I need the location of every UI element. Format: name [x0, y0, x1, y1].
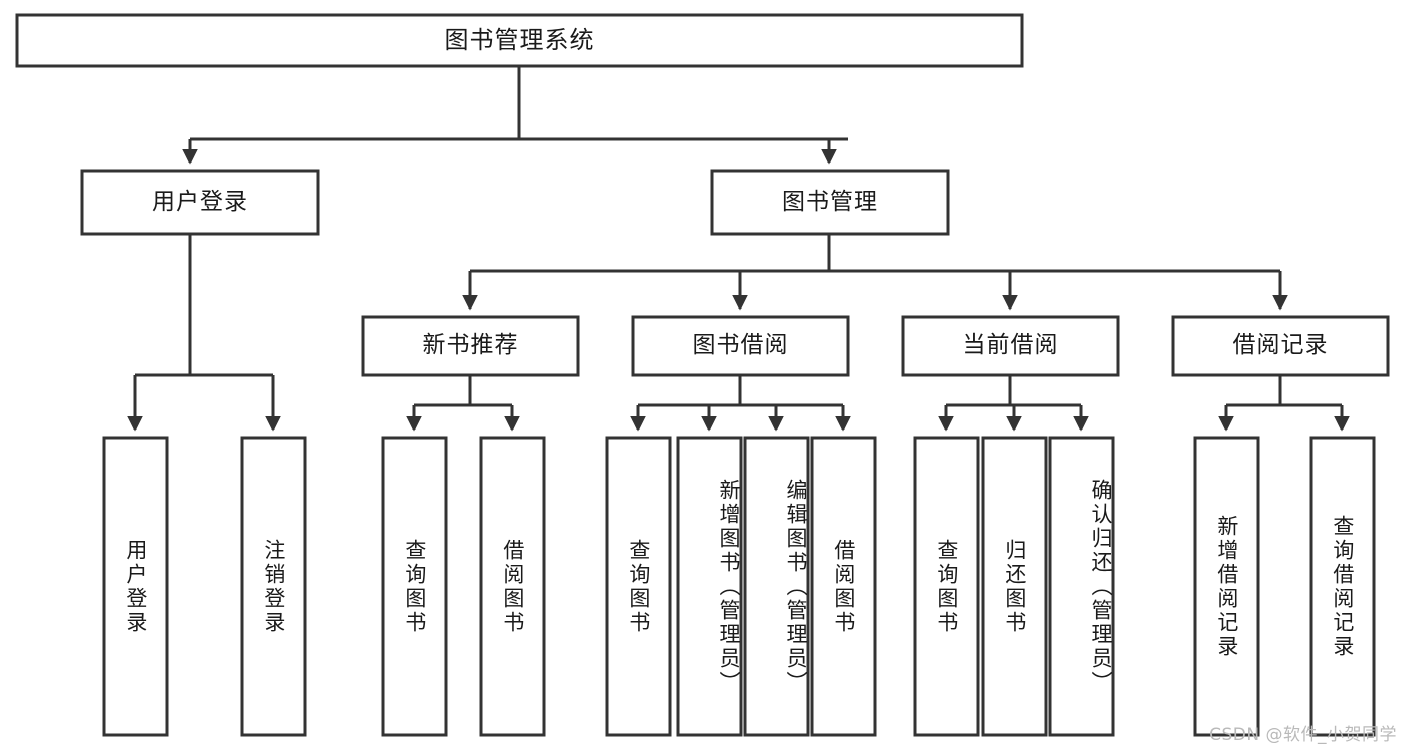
node-box-leaf-query-book-3[interactable]: [913, 436, 980, 737]
node-box-leaf-add-record[interactable]: [1193, 436, 1260, 737]
node-box-book-manage[interactable]: [710, 169, 950, 236]
node-box-root[interactable]: [15, 13, 1024, 68]
connector-newbook-to-leaves: [406, 376, 520, 432]
node-box-leaf-query-book-2[interactable]: [605, 436, 672, 737]
node-box-new-book-rec[interactable]: [361, 315, 580, 377]
node-box-current-borrow[interactable]: [901, 315, 1120, 377]
node-box-leaf-query-record[interactable]: [1309, 436, 1376, 737]
node-box-book-borrow[interactable]: [631, 315, 850, 377]
node-box-user-login[interactable]: [80, 169, 320, 236]
connector-root-to-level2: [182, 66, 848, 165]
node-box-leaf-query-book-1[interactable]: [381, 436, 448, 737]
node-box-leaf-edit-book[interactable]: [743, 436, 810, 737]
connector-currentborrow-to-leaves: [938, 376, 1089, 432]
node-box-leaf-logout[interactable]: [240, 436, 307, 737]
connector-userlogin-to-leaves: [127, 234, 281, 432]
node-box-leaf-borrow-book-1[interactable]: [479, 436, 546, 737]
csdn-watermark: CSDN @软件_小贺同学: [1209, 725, 1397, 745]
connector-bookmanage-to-level3: [462, 234, 1288, 311]
node-box-leaf-borrow-book-2[interactable]: [810, 436, 877, 737]
connector-bookborrow-to-leaves: [630, 376, 851, 432]
node-box-leaf-add-book[interactable]: [676, 436, 743, 737]
connector-borrowrecord-to-leaves: [1218, 376, 1350, 432]
node-box-borrow-record[interactable]: [1171, 315, 1390, 377]
node-box-leaf-confirm-return[interactable]: [1048, 436, 1115, 737]
node-box-leaf-user-login[interactable]: [102, 436, 169, 737]
node-box-leaf-return-book[interactable]: [981, 436, 1048, 737]
